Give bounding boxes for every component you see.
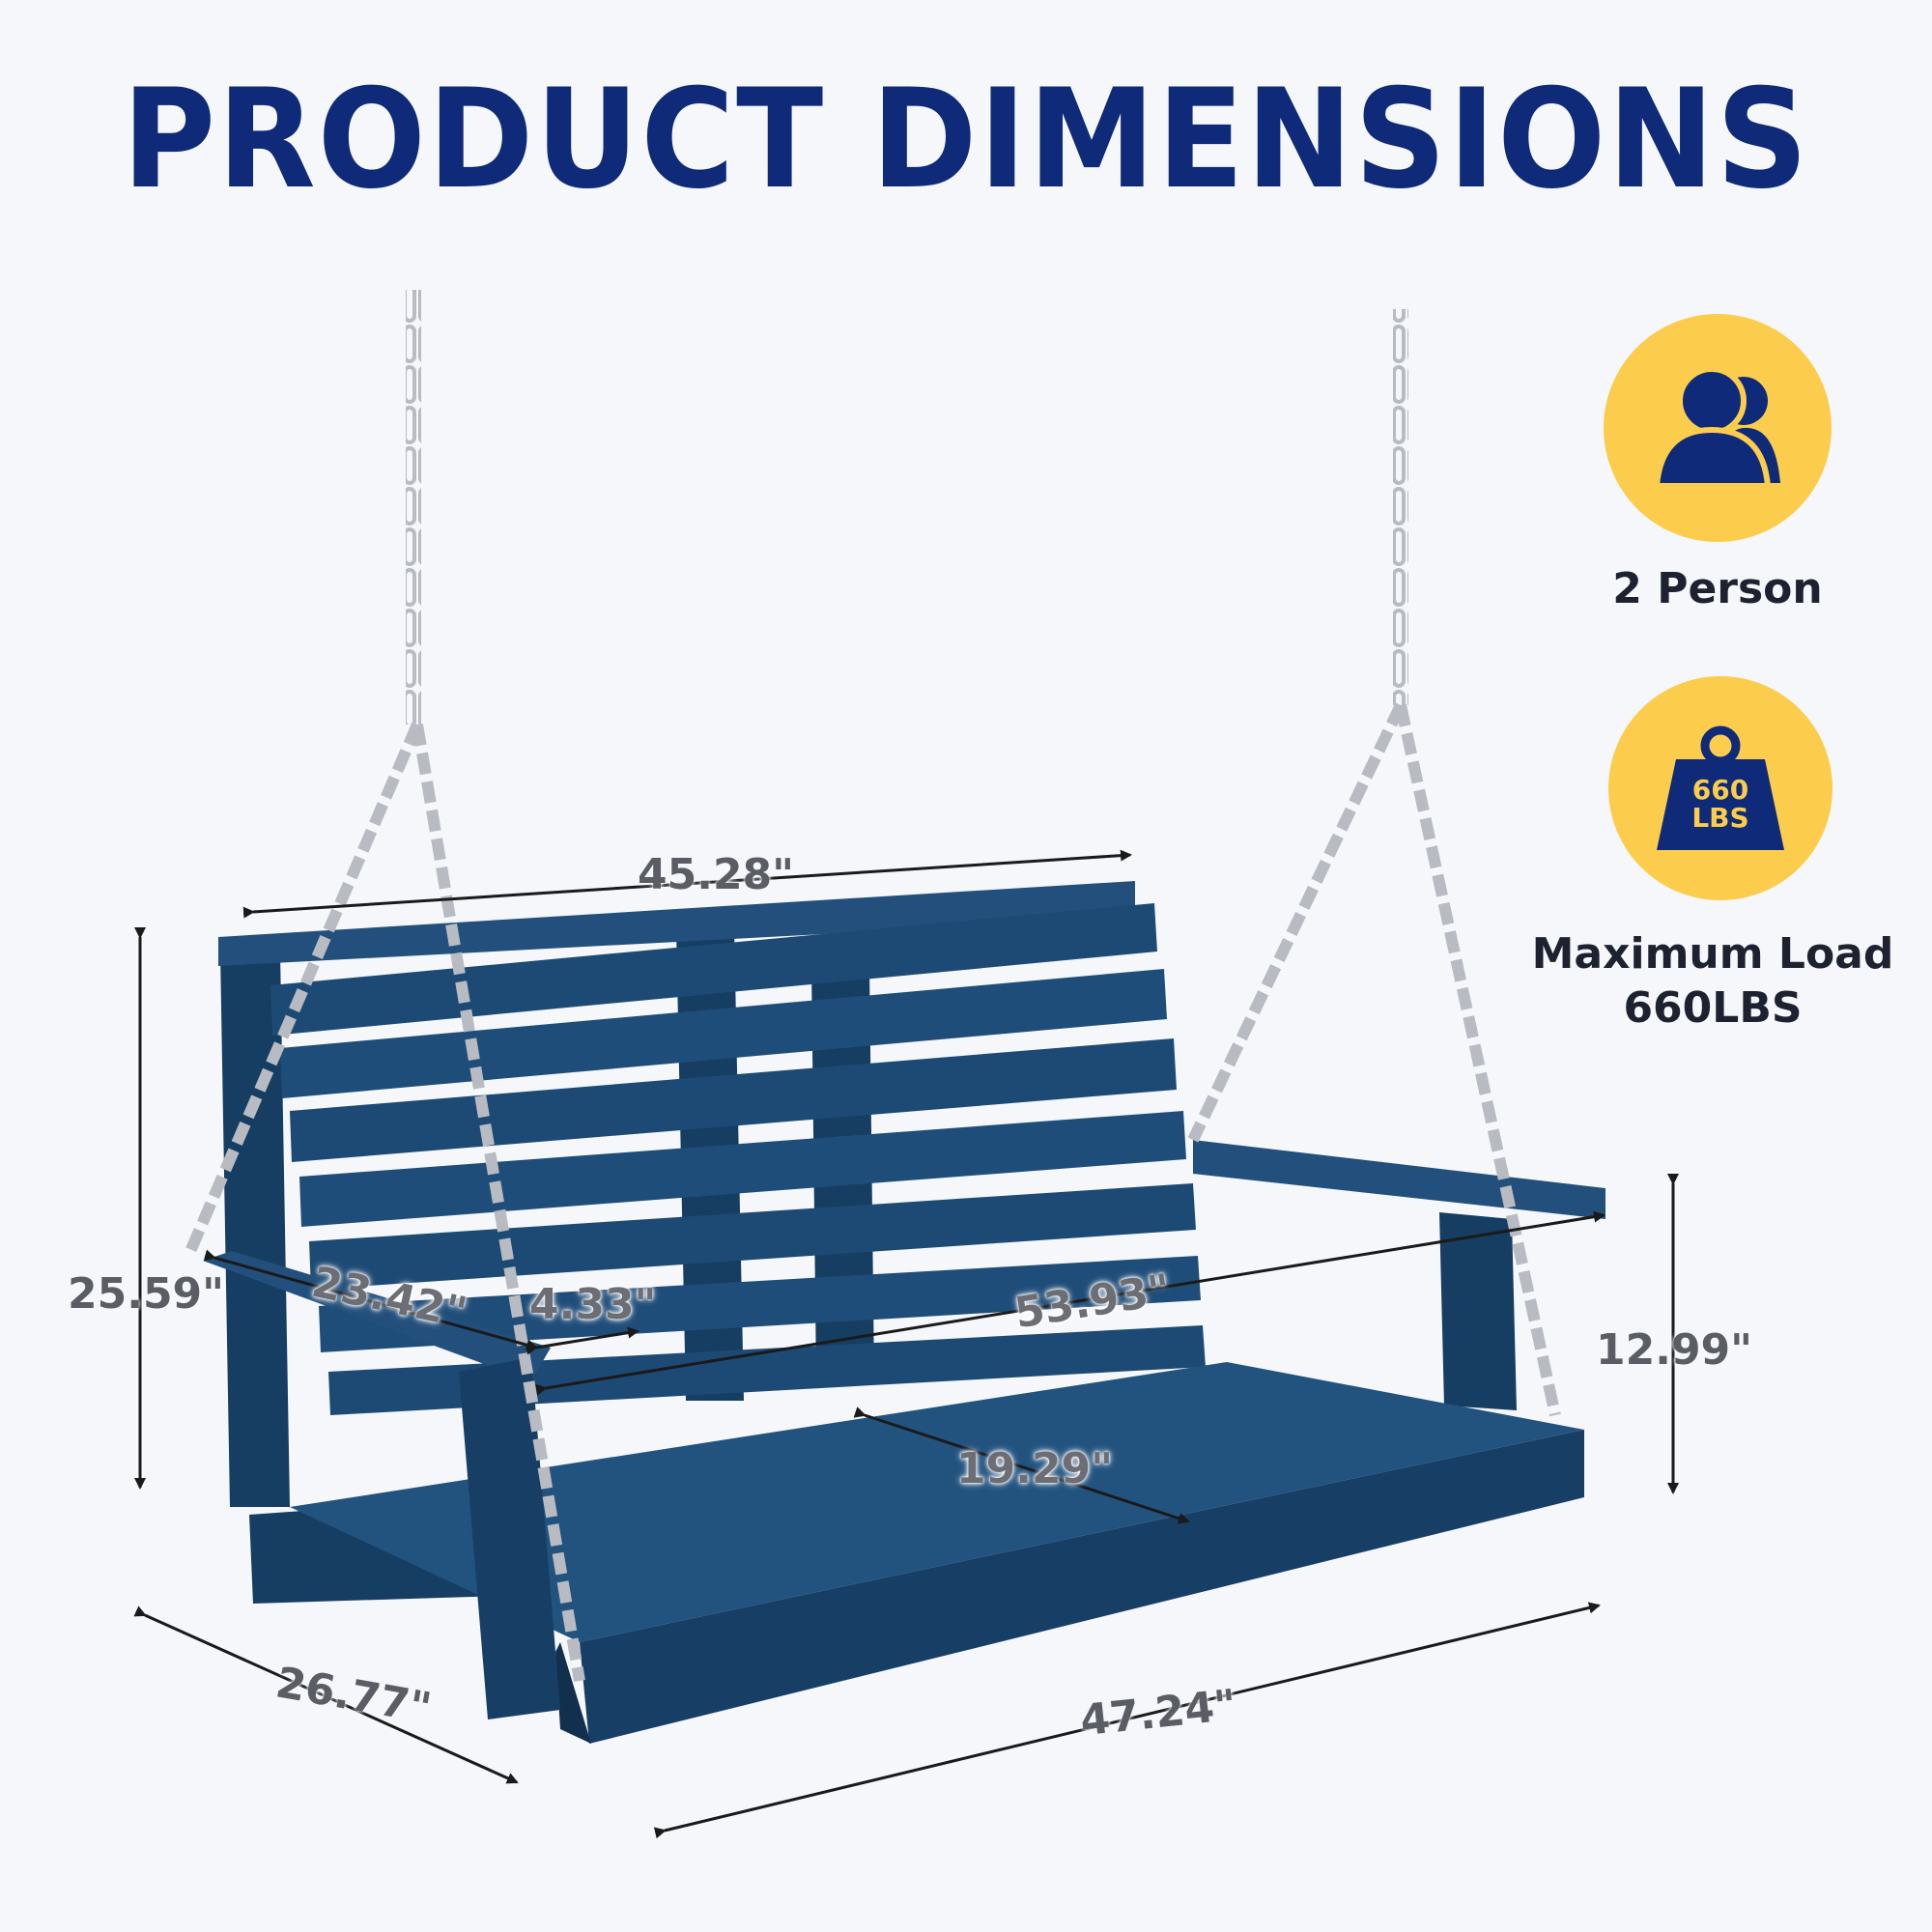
page-title: PRODUCT DIMENSIONS (122, 60, 1810, 219)
chain-left-top (406, 290, 421, 724)
capacity-label: 2 Person (1612, 564, 1823, 613)
dim-seat-height: 12.99" (1596, 1325, 1753, 1375)
load-label-line1: Maximum Load (1531, 929, 1894, 979)
weight-icon-value: 660 (1691, 774, 1749, 806)
load-label-line2: 660LBS (1623, 983, 1803, 1033)
capacity-badge (1604, 314, 1832, 542)
load-badge: 660 LBS (1608, 676, 1833, 900)
dim-overall-height: 25.59" (68, 1269, 225, 1319)
dim-seat-depth: 19.29" (956, 1444, 1114, 1493)
chain-right-top (1393, 309, 1408, 705)
weight-icon (1657, 725, 1784, 850)
chain-right-lower (1187, 702, 1561, 1417)
two-person-icon (1653, 366, 1780, 489)
weight-icon-unit: LBS (1691, 802, 1749, 834)
dim-armrest-width: 4.33" (529, 1280, 657, 1329)
dimension-lines (133, 849, 1679, 1839)
dim-back-width: 45.28" (638, 850, 795, 899)
